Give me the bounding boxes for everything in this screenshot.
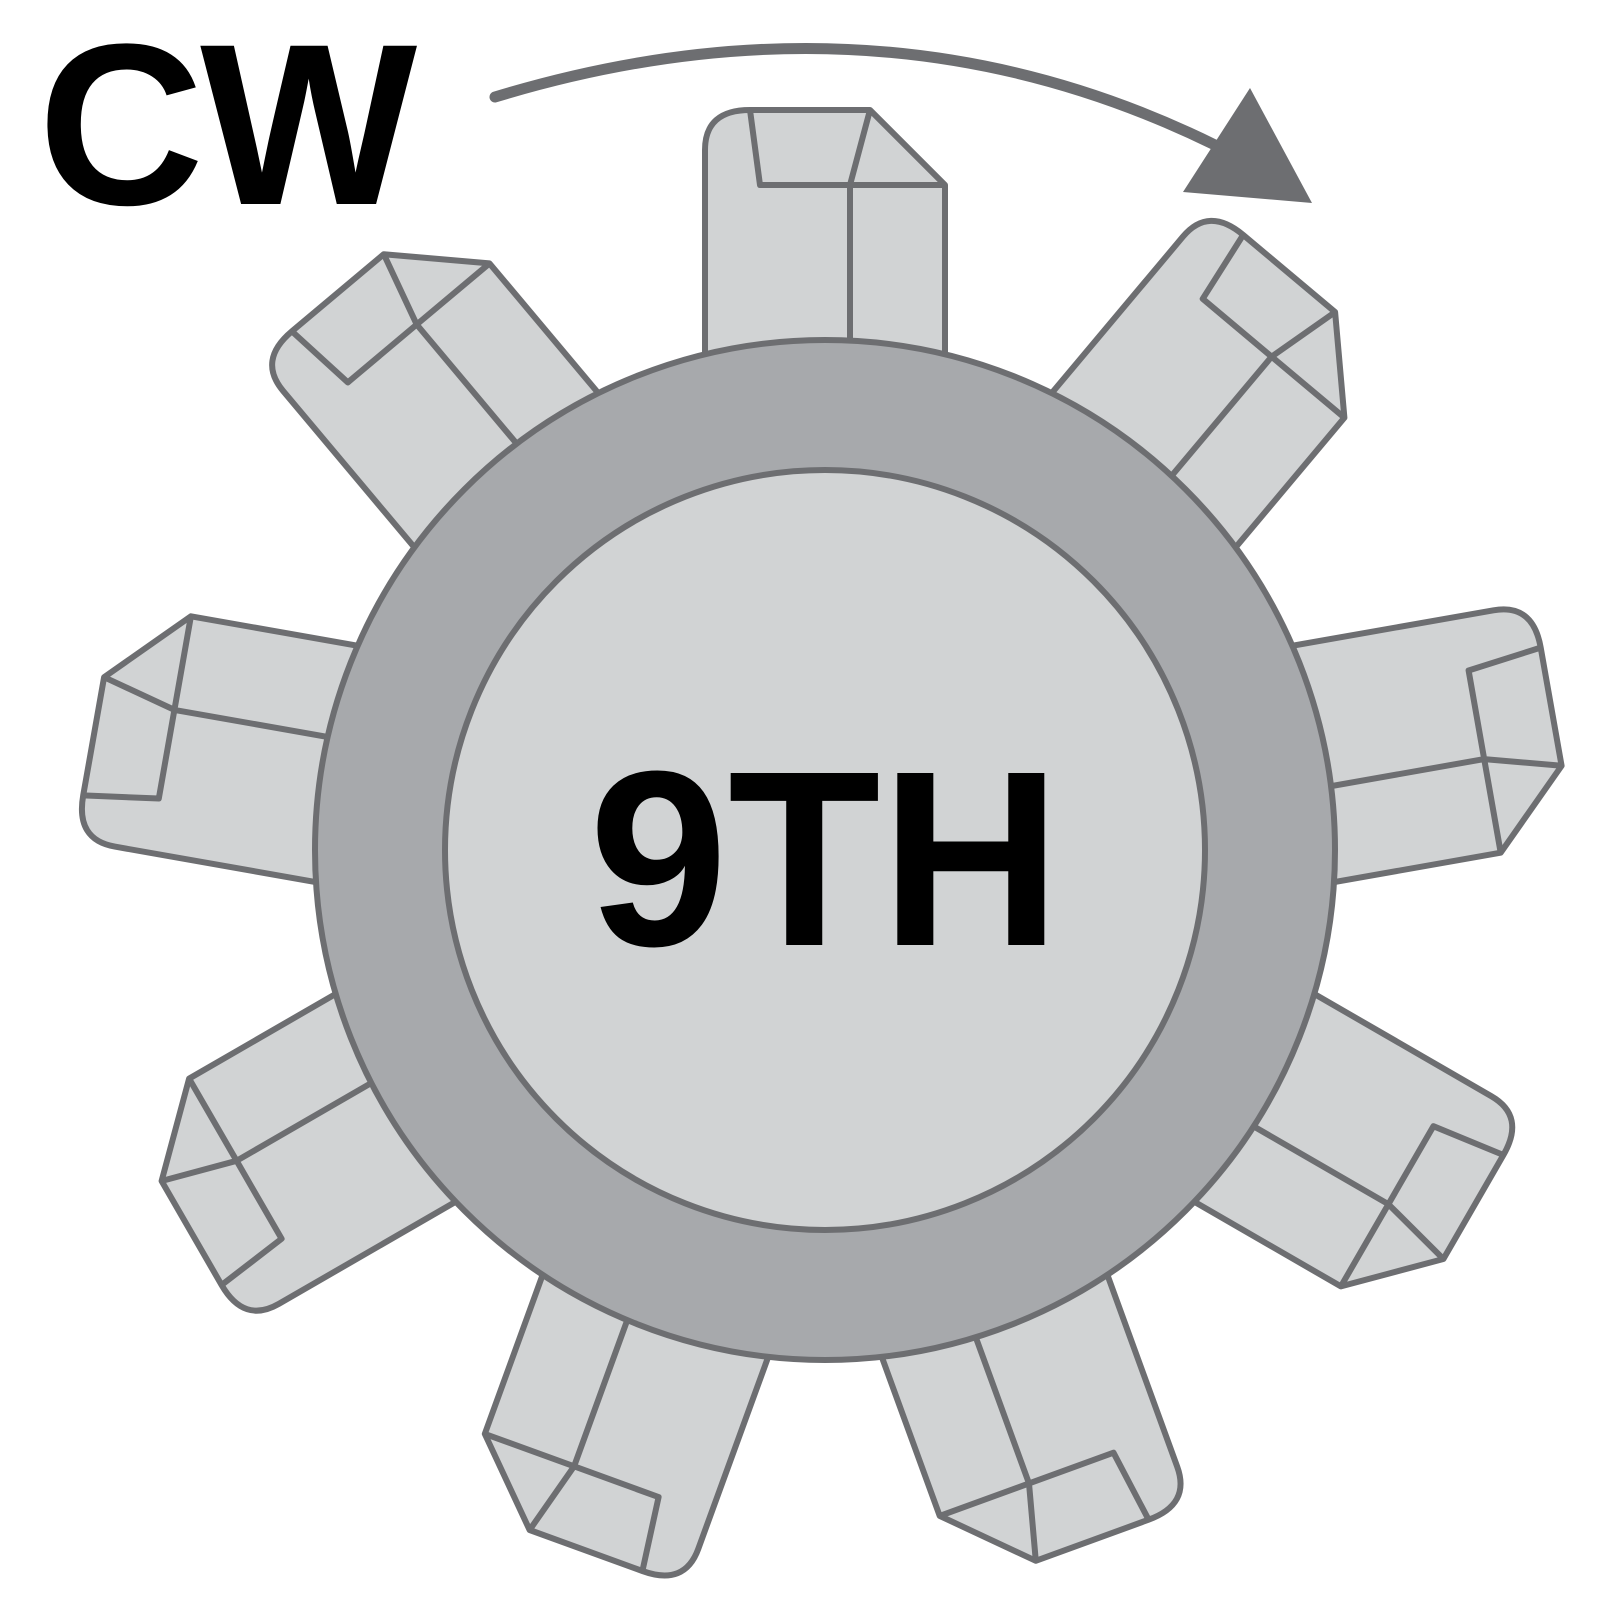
- rotation-arrow-arc: [489, 43, 1221, 151]
- gear-hub: [442, 467, 1208, 1233]
- gear-position-label: 9TH: [589, 719, 1061, 998]
- rotation-arrow-head: [1183, 88, 1312, 203]
- rotation-arrow: [489, 43, 1312, 203]
- gear-tooth: [702, 107, 948, 413]
- rotation-direction-label: CW: [38, 0, 417, 253]
